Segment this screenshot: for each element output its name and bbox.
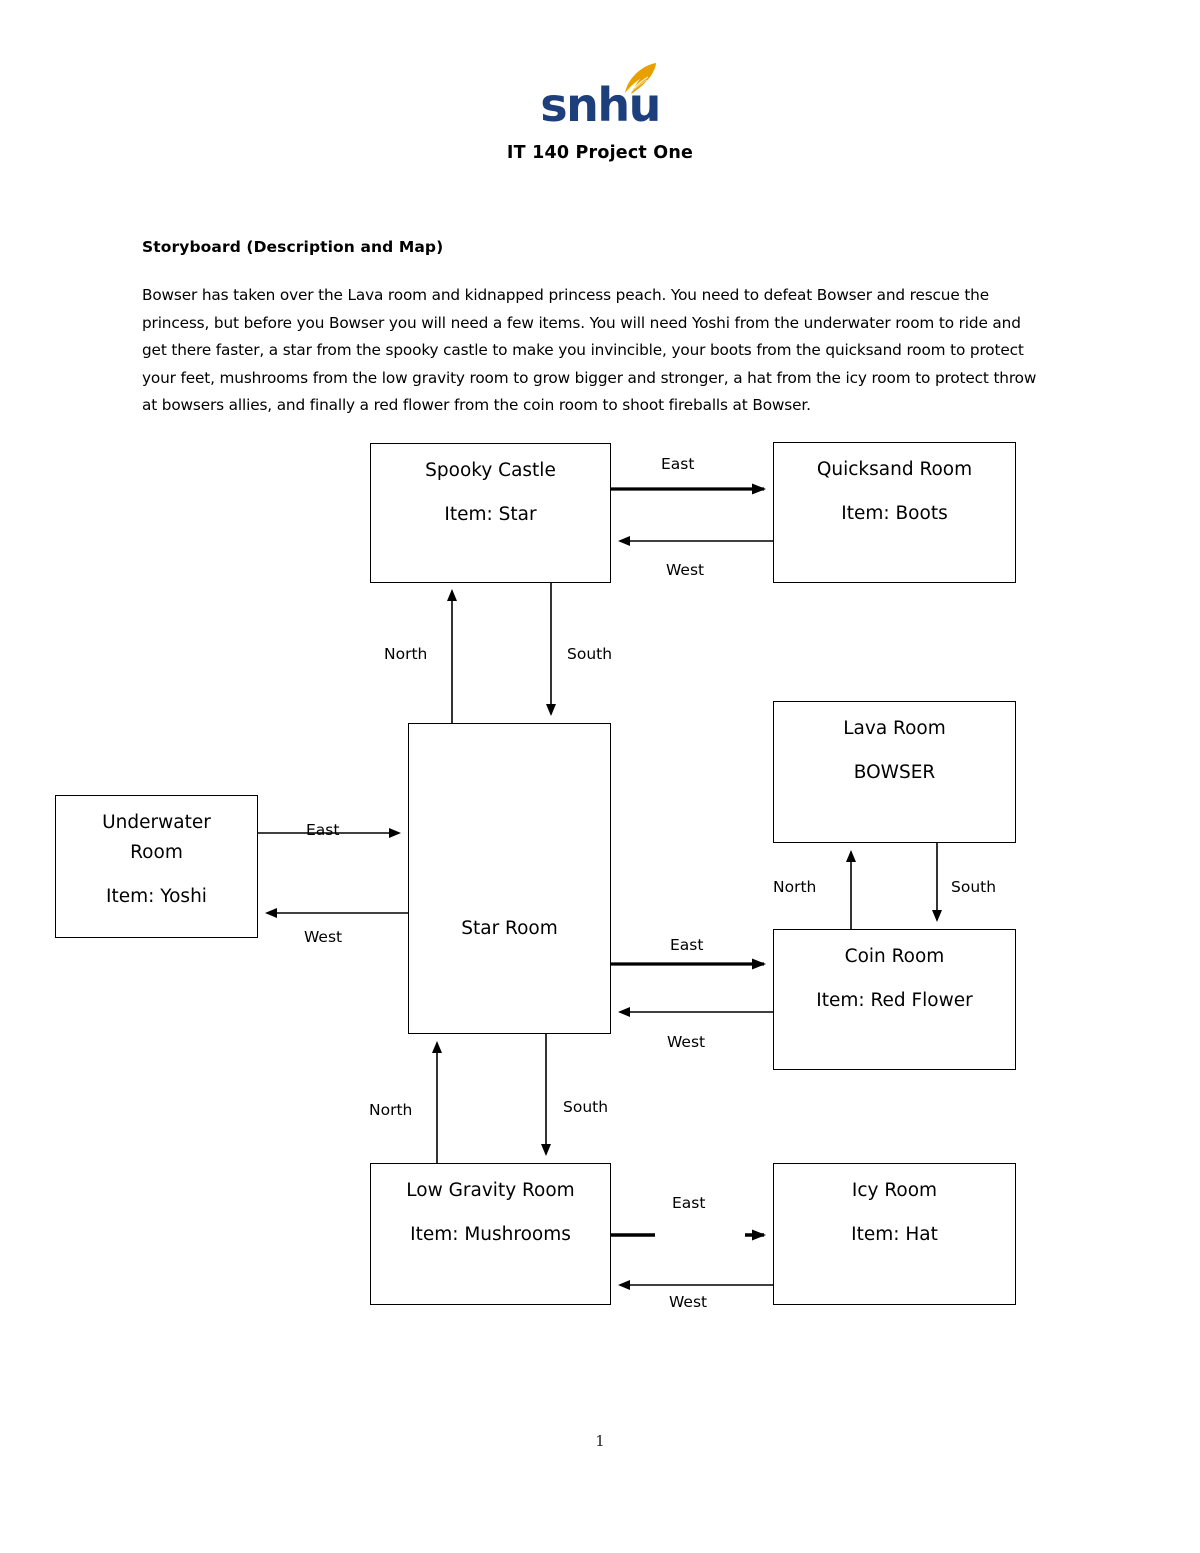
room-item: Item: Red Flower: [816, 990, 973, 1011]
edge-label-spooky-to-quicksand: East: [661, 455, 695, 473]
edge-label-star-to-coin: East: [670, 936, 704, 954]
edge-label-coin-to-lava: North: [773, 878, 817, 896]
edge-label-lowgrav-to-icy: East: [672, 1194, 706, 1212]
logo-wordmark: snhu: [540, 78, 661, 132]
room-name: Underwater Room: [102, 812, 211, 863]
room-item: Item: Star: [444, 504, 537, 525]
snhu-logo: snhu: [0, 62, 1200, 132]
page-number: 1: [595, 1432, 605, 1450]
room-item: Item: Mushrooms: [410, 1224, 571, 1245]
edge-label-underwater-to-star: East: [306, 821, 340, 839]
edge-label-lowgrav-to-star: North: [369, 1101, 413, 1119]
room-box-star-room[interactable]: Star Room: [408, 723, 611, 1034]
edge-label-quicksand-to-spooky: West: [666, 561, 705, 579]
room-box-underwater-room[interactable]: Underwater Room Item: Yoshi: [55, 795, 258, 938]
flame-leaf-icon: [625, 63, 656, 94]
edge-label-icy-to-lowgrav: West: [669, 1293, 708, 1311]
storyboard-paragraph: Bowser has taken over the Lava room and …: [142, 286, 1037, 414]
room-name: Spooky Castle: [425, 460, 556, 481]
edge-label-spooky-to-starroom: South: [567, 645, 613, 663]
room-name: Lava Room: [843, 718, 946, 739]
room-box-spooky-castle[interactable]: Spooky Castle Item: Star: [370, 443, 611, 583]
edge-label-lava-to-coin: South: [951, 878, 997, 896]
edge-label-starroom-to-spooky: North: [384, 645, 428, 663]
room-name: Low Gravity Room: [406, 1180, 575, 1201]
room-item: Item: Hat: [851, 1224, 938, 1245]
room-box-lava-room[interactable]: Lava Room BOWSER: [773, 701, 1016, 843]
room-box-quicksand-room[interactable]: Quicksand Room Item: Boots: [773, 442, 1016, 583]
room-name: Star Room: [461, 917, 558, 939]
room-item: Item: Boots: [841, 503, 948, 524]
page-title: IT 140 Project One: [506, 143, 694, 163]
room-item: BOWSER: [853, 762, 936, 783]
edge-label-coin-to-star: West: [667, 1033, 706, 1051]
room-item: Item: Yoshi: [106, 886, 207, 907]
room-box-icy-room[interactable]: Icy Room Item: Hat: [773, 1163, 1016, 1305]
edge-label-star-to-lowgrav: South: [563, 1098, 609, 1116]
room-box-low-gravity-room[interactable]: Low Gravity Room Item: Mushrooms: [370, 1163, 611, 1305]
room-name: Icy Room: [851, 1180, 938, 1201]
room-box-coin-room[interactable]: Coin Room Item: Red Flower: [773, 929, 1016, 1070]
edge-label-star-to-underwater: West: [304, 928, 343, 946]
room-name: Quicksand Room: [816, 459, 973, 480]
room-name: Coin Room: [844, 946, 945, 967]
section-heading: Storyboard (Description and Map): [142, 238, 444, 256]
